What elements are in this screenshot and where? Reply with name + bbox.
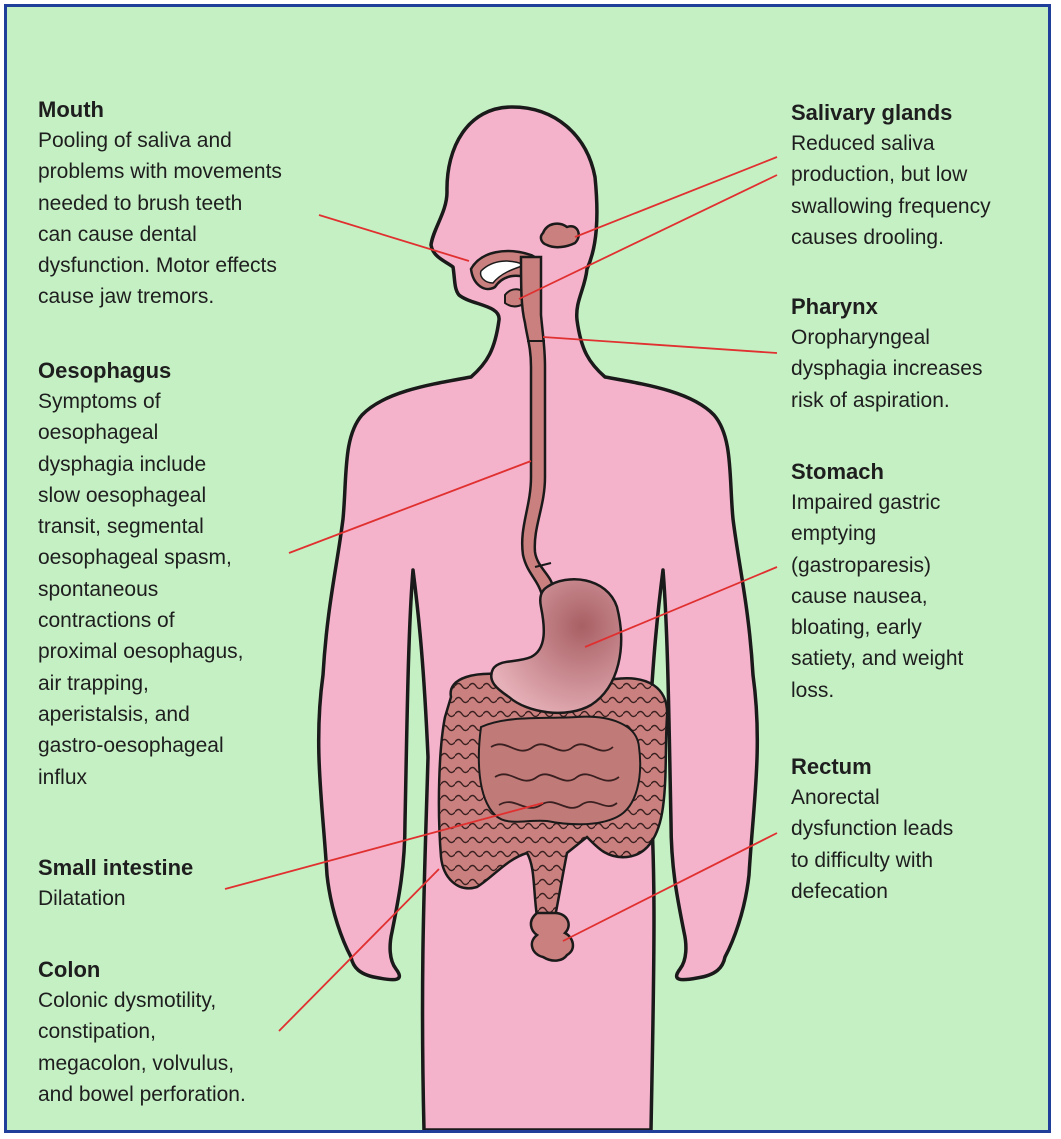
salivary-glands-label: Salivary glands Reduced saliva productio… bbox=[791, 98, 991, 253]
salivary-gland bbox=[541, 224, 579, 248]
stomach-label: Stomach Impaired gastric emptying (gastr… bbox=[791, 457, 963, 706]
rectum bbox=[531, 913, 573, 961]
pointer-salivary-glands-upper bbox=[575, 157, 777, 237]
small-intestine-description: Dilatation bbox=[38, 883, 193, 914]
mouth-title: Mouth bbox=[38, 95, 282, 125]
mouth-description: Pooling of saliva and problems with move… bbox=[38, 125, 282, 313]
oesophagus-title: Oesophagus bbox=[38, 356, 243, 386]
oesophagus-label: Oesophagus Symptoms of oesophageal dysph… bbox=[38, 356, 243, 793]
small-intestine bbox=[479, 717, 640, 825]
stomach-title: Stomach bbox=[791, 457, 963, 487]
pharynx-title: Pharynx bbox=[791, 292, 982, 322]
rectum-title: Rectum bbox=[791, 752, 953, 782]
mouth-label: Mouth Pooling of saliva and problems wit… bbox=[38, 95, 282, 313]
small-intestine-label: Small intestine Dilatation bbox=[38, 853, 193, 914]
rectum-label: Rectum Anorectal dysfunction leads to di… bbox=[791, 752, 953, 907]
oesophagus-description: Symptoms of oesophageal dysphagia includ… bbox=[38, 386, 243, 793]
rectum-description: Anorectal dysfunction leads to difficult… bbox=[791, 782, 953, 907]
colon-title: Colon bbox=[38, 955, 246, 985]
small-intestine-title: Small intestine bbox=[38, 853, 193, 883]
diagram-frame: Mouth Pooling of saliva and problems wit… bbox=[4, 4, 1051, 1133]
salivary-glands-description: Reduced saliva production, but low swall… bbox=[791, 128, 991, 253]
pharynx-description: Oropharyngeal dysphagia increases risk o… bbox=[791, 322, 982, 416]
colon-description: Colonic dysmotility, constipation, megac… bbox=[38, 985, 246, 1110]
stomach-description: Impaired gastric emptying (gastroparesis… bbox=[791, 487, 963, 706]
colon-label: Colon Colonic dysmotility, constipation,… bbox=[38, 955, 246, 1110]
pharynx-label: Pharynx Oropharyngeal dysphagia increase… bbox=[791, 292, 982, 416]
salivary-glands-title: Salivary glands bbox=[791, 98, 991, 128]
